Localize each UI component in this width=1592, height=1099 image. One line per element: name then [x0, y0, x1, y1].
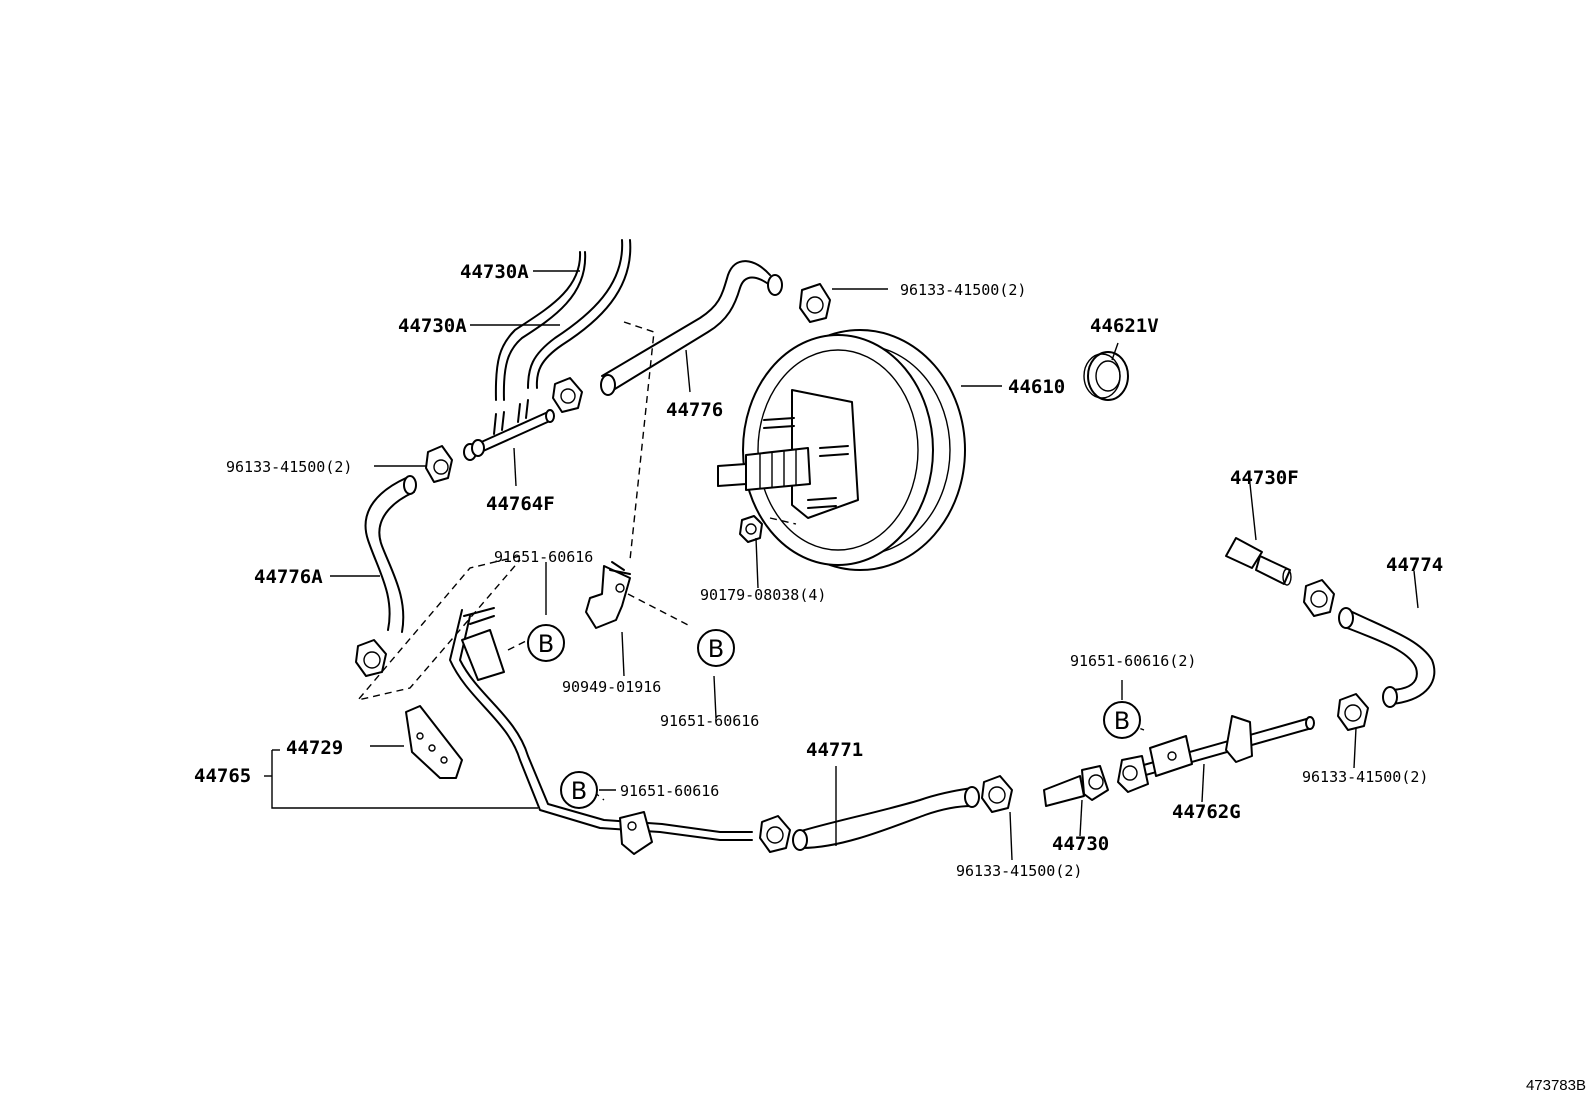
label-91651-b: 91651-60616	[660, 712, 759, 730]
hose-clamp-bottom-right	[981, 775, 1013, 813]
hose-44776	[600, 260, 783, 396]
label-91651-c: 91651-60616(2)	[1070, 652, 1196, 670]
label-44765: 44765	[194, 765, 251, 787]
label-44729: 44729	[286, 737, 343, 759]
label-91651-a: 91651-60616	[494, 548, 593, 566]
reference-bubble-b3: B	[560, 771, 598, 809]
hose-44776a	[364, 475, 417, 633]
hose-clamp-mid	[552, 377, 583, 413]
tube-44762g	[1117, 715, 1315, 793]
brake-booster-44610	[717, 329, 966, 571]
hose-44730a-pair	[494, 239, 632, 401]
reference-bubble-b1: B	[527, 624, 565, 662]
label-44764f: 44764F	[486, 493, 555, 515]
label-44730: 44730	[1052, 833, 1109, 855]
label-90179: 90179-08038(4)	[700, 586, 826, 604]
hose-clamp-right-upper	[1303, 579, 1335, 617]
union-44730	[1043, 765, 1109, 807]
joint-pipe-44764f	[463, 399, 555, 461]
hose-clamp-left-lower	[355, 639, 387, 677]
hose-clamp-bottom-left	[759, 815, 791, 853]
reference-bubble-b2: B	[697, 629, 735, 667]
connector-44730f	[1225, 537, 1292, 586]
label-44776a: 44776A	[254, 566, 323, 588]
hose-44771	[792, 786, 980, 851]
label-96133-left: 96133-41500(2)	[226, 458, 352, 476]
clip-90949	[585, 561, 631, 629]
label-44610: 44610	[1008, 376, 1065, 398]
label-44774: 44774	[1386, 554, 1443, 576]
label-44776: 44776	[666, 399, 723, 421]
bubble-b4-letter: B	[1114, 707, 1130, 735]
hose-clamp-top	[799, 283, 831, 323]
diagram-code: 473783B	[1526, 1077, 1586, 1094]
bubble-b3-letter: B	[571, 777, 587, 805]
hose-clamp-left	[425, 445, 453, 483]
label-44621v: 44621V	[1090, 315, 1159, 337]
bubble-b1-letter: B	[538, 630, 554, 658]
label-91651-d: 91651-60616	[620, 782, 719, 800]
nut-90179	[739, 515, 763, 543]
label-44730a-lower: 44730A	[398, 315, 467, 337]
grommet-44621v	[1083, 351, 1129, 401]
booster-studs	[763, 417, 849, 509]
label-96133-right: 96133-41500(2)	[1302, 768, 1428, 786]
label-44762g: 44762G	[1172, 801, 1241, 823]
label-90949: 90949-01916	[562, 678, 661, 696]
bracket-44729	[405, 705, 463, 779]
label-96133-bottom: 96133-41500(2)	[956, 862, 1082, 880]
leader-lines	[264, 270, 1419, 861]
bubble-b2-letter: B	[708, 635, 724, 663]
label-44730f: 44730F	[1230, 467, 1299, 489]
label-44771: 44771	[806, 739, 863, 761]
reference-bubble-b4: B	[1103, 701, 1141, 739]
hose-44774	[1338, 607, 1436, 708]
hose-clamp-right-lower	[1337, 693, 1369, 731]
label-44730a-upper: 44730A	[460, 261, 529, 283]
tube-44765	[449, 607, 753, 855]
label-96133-top: 96133-41500(2)	[900, 281, 1026, 299]
